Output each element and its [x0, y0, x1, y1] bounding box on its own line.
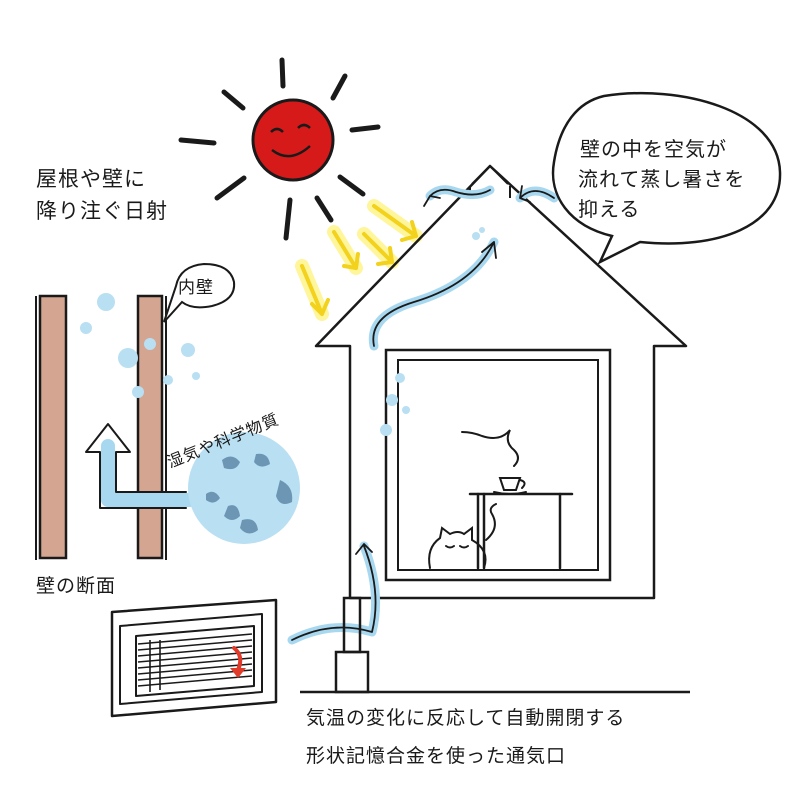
vent-caption-line1: 気温の変化に反応して自動開閉する [306, 707, 625, 729]
bubble-text-line3: 抑える [578, 197, 640, 221]
house-air-flow [287, 185, 559, 645]
inner-wall-bubble [163, 262, 236, 323]
bubble-text-line2: 流れて蒸し暑さを [578, 167, 745, 191]
sunlight-arrows [295, 199, 423, 321]
vent-pipe [300, 596, 690, 694]
sun-icon [178, 57, 381, 241]
vent-caption-line2: 形状記憶合金を使った通気口 [306, 745, 566, 767]
coffee-cup-icon [461, 429, 527, 495]
molecule-icon [188, 432, 300, 544]
vent-rotate-icon [230, 646, 246, 678]
sunlight-label-line1: 屋根や壁に [36, 167, 146, 191]
inner-wall-label: 内壁 [178, 278, 214, 298]
wall-cross-section [35, 294, 167, 560]
wall-section-label: 壁の断面 [36, 575, 116, 597]
info-bubble [551, 91, 782, 265]
bubble-text-line1: 壁の中を空気が [580, 137, 727, 161]
house-window [384, 348, 612, 582]
wall-air-arrow [85, 423, 197, 509]
vent-device-icon [110, 598, 278, 718]
cat-icon [428, 503, 497, 569]
sunlight-label-line2: 降り注ぐ日射 [36, 199, 168, 223]
moisture-dots [80, 227, 485, 436]
